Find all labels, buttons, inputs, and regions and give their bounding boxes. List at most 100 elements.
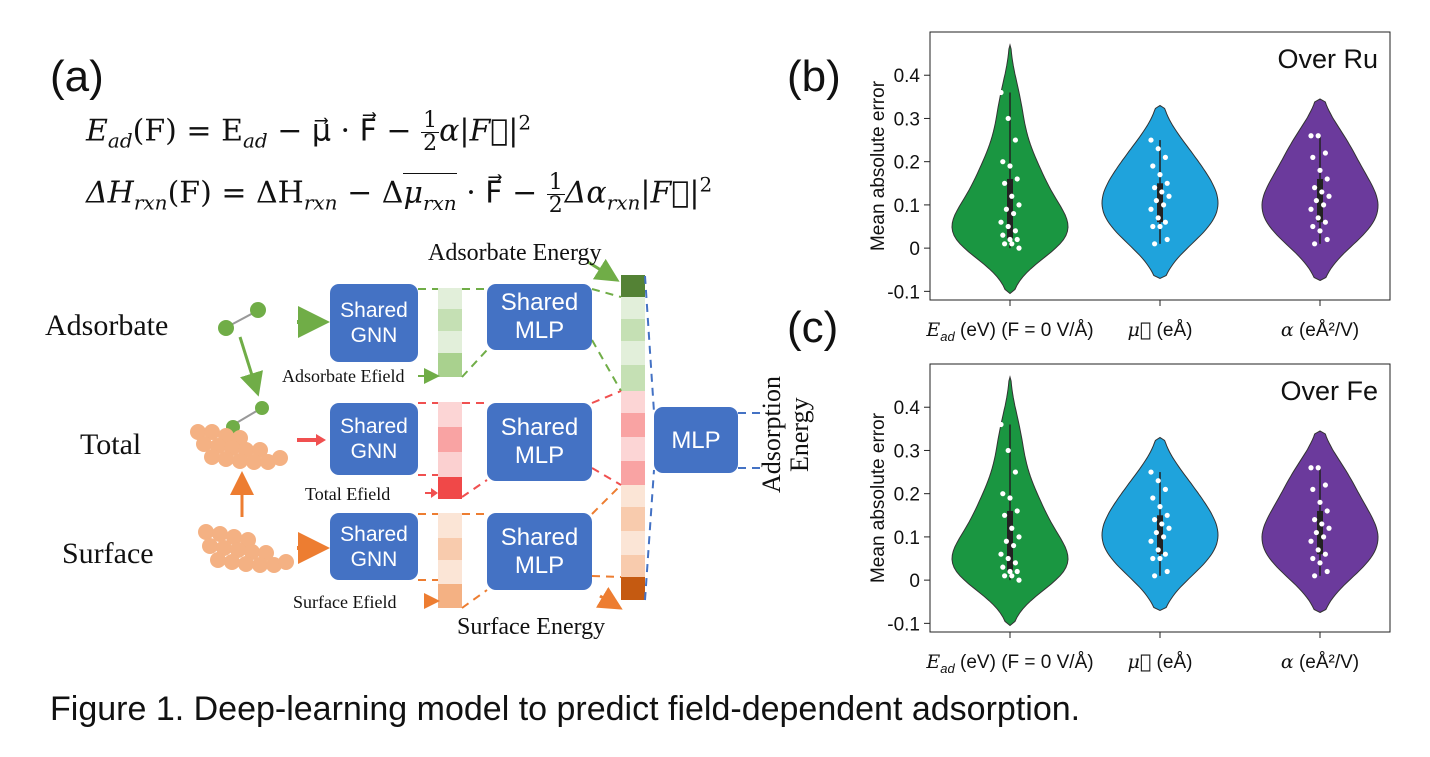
data-point	[1322, 551, 1328, 557]
data-point	[1014, 568, 1020, 575]
data-point	[1317, 499, 1323, 505]
data-point	[1324, 508, 1330, 514]
violin-iqr-box	[1007, 510, 1013, 572]
data-point	[1152, 185, 1158, 191]
data-point	[1011, 210, 1017, 217]
data-point	[998, 219, 1004, 225]
data-point	[1308, 538, 1314, 544]
y-tick-label: 0.3	[894, 441, 920, 462]
chart-title: Over Fe	[1280, 376, 1378, 406]
x-tick-label: Ead (eV) (F = 0 V/Å)	[925, 319, 1093, 344]
data-point	[1157, 172, 1163, 178]
shared-gnn-surface: Shared GNN	[330, 513, 418, 580]
panel-a-label: (a)	[50, 52, 104, 101]
data-point	[1162, 154, 1168, 160]
data-point	[1313, 529, 1319, 536]
data-point	[1315, 547, 1321, 553]
y-axis-label: Mean absolute error	[868, 412, 889, 583]
data-point	[1153, 197, 1159, 204]
y-axis-label: Mean absolute error	[868, 80, 889, 251]
data-point	[1310, 154, 1316, 160]
y-tick-label: 0.4	[894, 398, 921, 419]
data-point	[1162, 486, 1168, 492]
violin-iqr-box	[1157, 515, 1163, 555]
data-point	[1308, 465, 1314, 471]
data-point	[1315, 133, 1321, 139]
data-point	[1162, 551, 1168, 557]
x-tick-label: α (eÅ²/V)	[1281, 319, 1359, 341]
data-point	[1322, 150, 1328, 156]
data-point	[1312, 573, 1318, 579]
data-point	[1150, 555, 1156, 562]
data-point	[998, 89, 1004, 96]
adsorbate-molecule-icon	[218, 302, 266, 336]
data-point	[1012, 560, 1018, 566]
data-point	[1016, 577, 1022, 583]
data-point	[1007, 568, 1013, 575]
data-point	[1308, 206, 1314, 212]
data-point	[1005, 223, 1011, 230]
violin-iqr-box	[1317, 510, 1323, 555]
data-point	[1016, 245, 1022, 251]
violin-iqr-box	[1317, 178, 1323, 223]
y-tick-label: 0.4	[894, 66, 921, 87]
data-point	[1324, 568, 1330, 575]
x-tick-label: μ⃗ (eÅ)	[1128, 319, 1193, 341]
adsorbate-efield-strip	[438, 288, 462, 377]
data-point	[1007, 163, 1013, 169]
data-point	[1012, 137, 1018, 143]
data-point	[1310, 486, 1316, 492]
violin-iqr-box	[1157, 183, 1163, 223]
shared-mlp-surface: Shared MLP	[487, 513, 592, 590]
data-point	[1002, 241, 1008, 247]
data-point	[1002, 512, 1008, 518]
data-point	[1150, 495, 1156, 501]
data-point	[1319, 189, 1325, 195]
data-point	[1312, 185, 1318, 191]
panel-c-label: (c)	[787, 303, 839, 352]
data-point	[1164, 236, 1170, 243]
data-point	[1014, 508, 1020, 514]
y-tick-label: -0.1	[887, 614, 920, 635]
data-point	[1152, 517, 1158, 523]
data-point	[998, 551, 1004, 557]
data-point	[1162, 219, 1168, 225]
data-point	[1005, 555, 1011, 562]
data-point	[1322, 482, 1328, 488]
data-point	[1155, 547, 1161, 553]
data-point	[1321, 202, 1327, 208]
data-point	[1312, 241, 1318, 247]
chart-title: Over Ru	[1277, 44, 1378, 74]
data-point	[1321, 534, 1327, 540]
data-point	[1000, 491, 1006, 497]
data-point	[1159, 521, 1165, 527]
y-tick-label: -0.1	[887, 282, 920, 303]
data-point	[1319, 521, 1325, 527]
row-label-total: Total	[80, 428, 142, 461]
data-point	[1326, 525, 1332, 531]
row-label-surface: Surface	[62, 537, 154, 570]
row-label-adsorbate: Adsorbate	[45, 309, 169, 342]
data-point	[1152, 241, 1158, 247]
data-point	[1164, 568, 1170, 575]
data-point	[1002, 180, 1008, 186]
data-point	[1164, 512, 1170, 518]
data-point	[1157, 555, 1163, 562]
data-point	[1148, 538, 1154, 544]
data-point	[1324, 236, 1330, 243]
data-point	[1014, 236, 1020, 243]
x-tick-label: Ead (eV) (F = 0 V/Å)	[925, 651, 1093, 676]
data-point	[1166, 525, 1172, 531]
data-point	[1009, 573, 1015, 579]
data-point	[1000, 232, 1006, 238]
y-tick-label: 0.3	[894, 109, 920, 130]
data-point	[1005, 447, 1011, 454]
data-point	[1016, 202, 1022, 208]
data-point	[1009, 241, 1015, 247]
data-point	[1005, 115, 1011, 122]
y-tick-label: 0.2	[894, 153, 920, 174]
data-point	[1016, 534, 1022, 540]
